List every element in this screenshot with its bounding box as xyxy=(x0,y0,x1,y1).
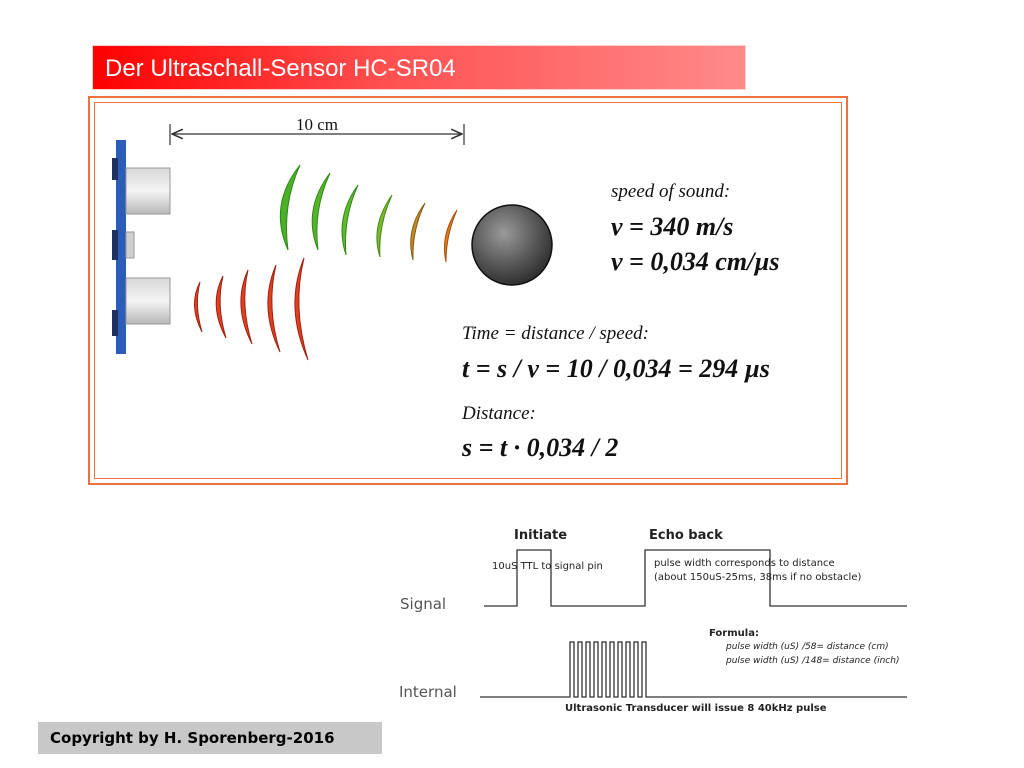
obstacle-ball-icon xyxy=(471,204,553,286)
formula-title: Formula: xyxy=(709,628,759,639)
timing-diagram xyxy=(480,549,907,698)
formula-2: pulse width (uS) /148= distance (inch) xyxy=(726,656,900,666)
initiate-label: Initiate xyxy=(514,528,568,543)
distance-label2: Distance: xyxy=(462,403,536,424)
signal-waveform xyxy=(484,549,907,607)
pulse-note-1: pulse width corresponds to distance xyxy=(654,558,835,569)
signal-label: Signal xyxy=(400,595,447,613)
distance-formula: s = t · 0,034 / 2 xyxy=(462,433,619,462)
page-title: Der Ultraschall-Sensor HC-SR04 xyxy=(105,55,456,82)
echo-back-label: Echo back xyxy=(649,528,723,543)
hc-sr04-sensor-icon xyxy=(112,140,171,354)
distance-label: 10 cm xyxy=(296,115,338,134)
title-bar: Der Ultraschall-Sensor HC-SR04 xyxy=(92,45,746,90)
echo-wave-icon xyxy=(194,257,309,361)
time-formula: t = s / v = 10 / 0,034 = 294 µs xyxy=(462,354,770,383)
formula-1: pulse width (uS) /58= distance (cm) xyxy=(726,642,889,652)
speed-cmus: v = 0,034 cm/µs xyxy=(611,247,780,276)
copyright-box: Copyright by H. Sporenberg-2016 xyxy=(38,722,382,754)
diagram-frame-inner xyxy=(94,102,842,479)
transducer-note: Ultrasonic Transducer will issue 8 40kHz… xyxy=(565,703,827,714)
internal-waveform xyxy=(480,641,907,698)
pulse-note-2: (about 150uS-25ms, 38ms if no obstacle) xyxy=(654,572,862,583)
ttl-note: 10uS TTL to signal pin xyxy=(492,561,603,572)
diagram-frame xyxy=(88,96,848,485)
speed-label: speed of sound: xyxy=(611,181,731,202)
internal-label: Internal xyxy=(399,683,457,701)
sound-wave-icon xyxy=(279,164,458,263)
distance-dimension xyxy=(169,124,465,145)
speed-ms: v = 340 m/s xyxy=(611,212,734,241)
copyright-text: Copyright by H. Sporenberg-2016 xyxy=(50,729,335,747)
time-label: Time = distance / speed: xyxy=(462,323,649,344)
